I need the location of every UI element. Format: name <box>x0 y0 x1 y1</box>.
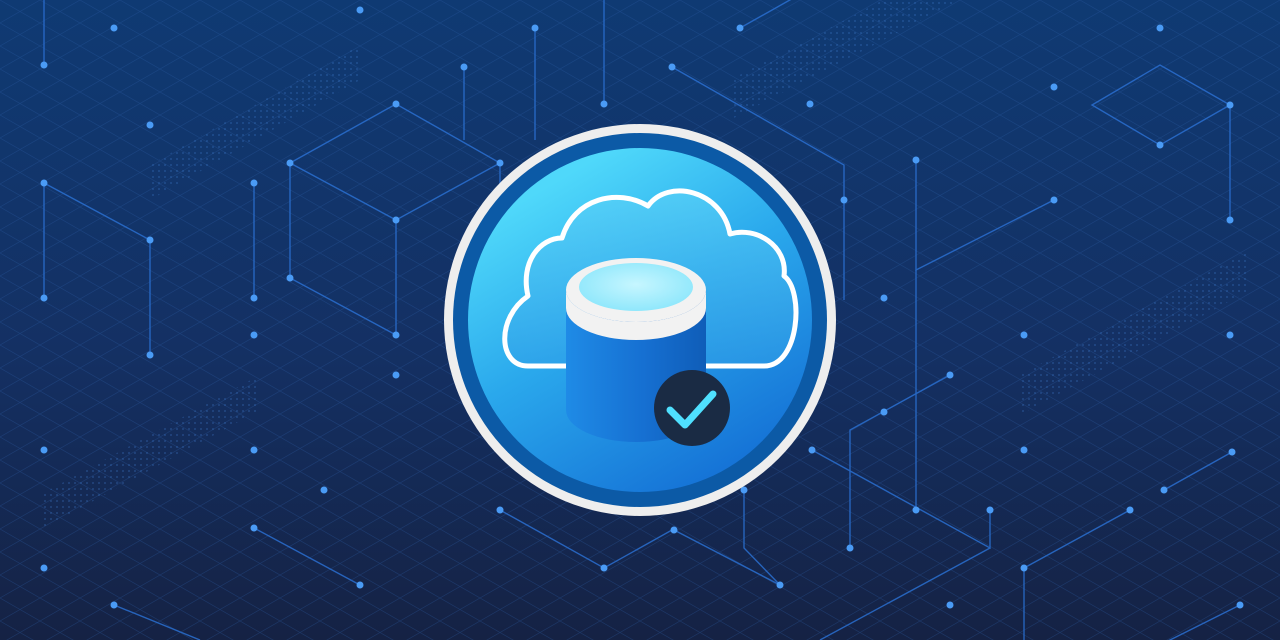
dotted-bands <box>40 0 1250 530</box>
circuit-nodes <box>40 6 1244 609</box>
checkmark-icon <box>654 370 730 446</box>
database-cylinder-icon <box>566 258 706 442</box>
